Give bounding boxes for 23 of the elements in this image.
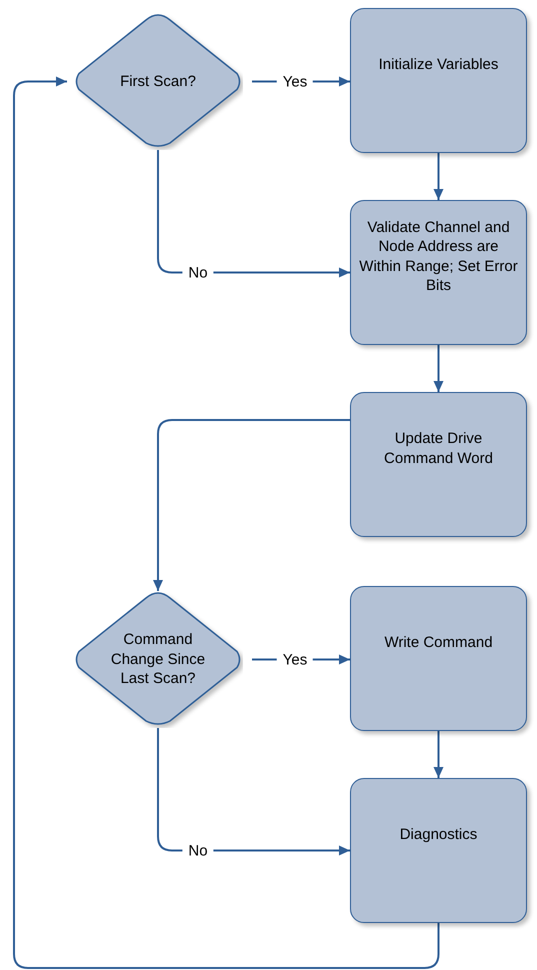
process-text: Update Drive Command Word <box>383 429 494 468</box>
decision-text: Command Change Since Last Scan? <box>110 630 206 689</box>
arrow <box>434 731 444 778</box>
edge-label: No <box>182 843 214 858</box>
process-box <box>350 392 527 537</box>
process-box <box>350 200 527 345</box>
process-box <box>350 778 527 923</box>
arrow <box>153 419 350 591</box>
decision-text: First Scan? <box>120 72 196 92</box>
process-box <box>350 586 527 731</box>
process-text: Write Command <box>384 632 493 652</box>
arrow <box>157 150 350 278</box>
arrow <box>157 728 350 856</box>
arrow <box>434 345 444 392</box>
edge-label: No <box>182 265 214 280</box>
process-text: Initialize Variables <box>378 54 498 74</box>
edge-label: Yes <box>276 652 314 667</box>
arrow <box>13 76 440 969</box>
process-text: Validate Channel and Node Address are Within Range; Set Error Bits <box>359 218 518 296</box>
arrow <box>434 153 444 200</box>
process-text: Diagnostics <box>400 824 478 844</box>
process-box <box>350 8 527 153</box>
edge-label: Yes <box>276 74 314 89</box>
